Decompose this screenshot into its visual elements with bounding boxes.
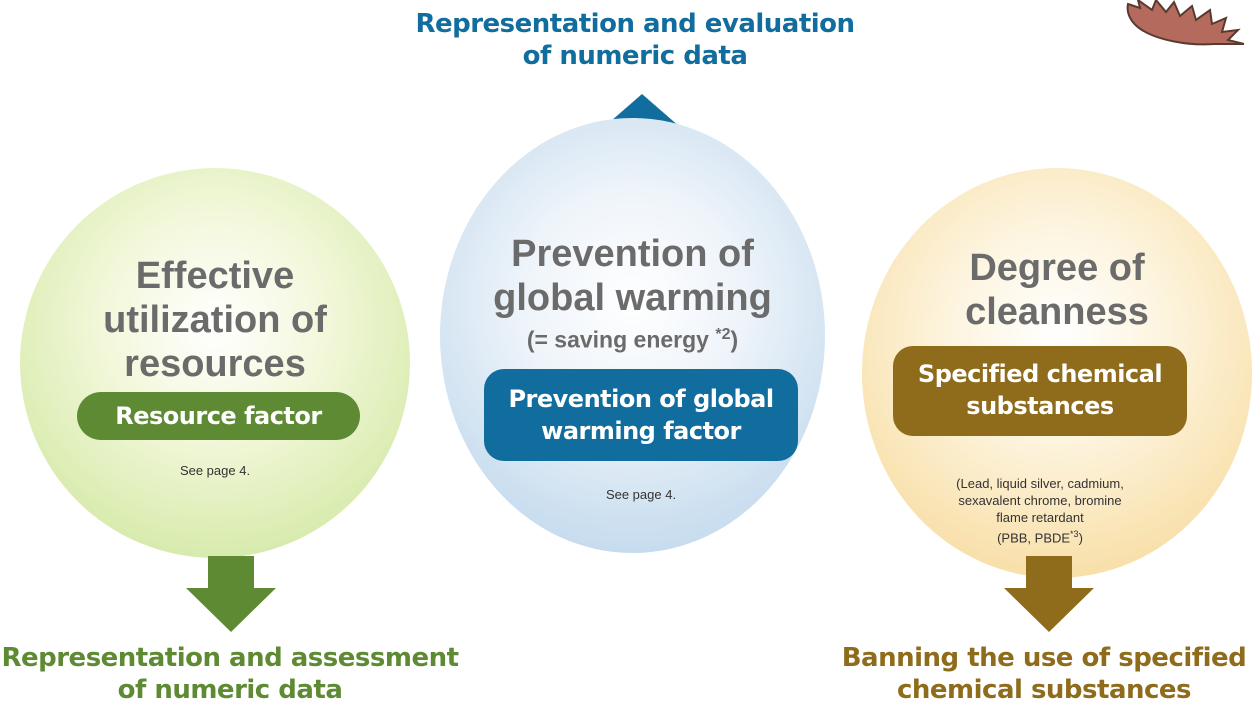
global-warming-factor-badge: Prevention of global warming factor [484, 369, 798, 461]
global-warming-heading: Prevention of global warming [493, 233, 772, 319]
chemical-substances-badge: Specified chemical substances [893, 346, 1187, 436]
top-caption: Representation and evaluation of numeric… [415, 9, 855, 71]
cleanness-heading: Degree of cleanness [965, 247, 1149, 333]
saving-energy-footnote: *2 [715, 326, 731, 343]
chemical-list-close: ) [1078, 530, 1083, 546]
saving-energy-text: (= saving energy [526, 326, 716, 353]
resources-caption: Representation and assessment of numeric… [1, 643, 459, 705]
resources-circle [20, 168, 410, 558]
arrow-down-icon [186, 556, 276, 632]
urchin-illustration-icon [1126, 0, 1245, 46]
saving-energy-close: ) [730, 326, 739, 353]
chemical-list-footnote: *3 [1070, 529, 1079, 539]
resources-page-note: See page 4. [179, 463, 251, 478]
arrow-down-icon [1004, 556, 1094, 632]
resource-factor-badge: Resource factor [77, 392, 360, 440]
chemical-list-text: (Lead, liquid silver, cadmium, sexavalen… [956, 476, 1124, 546]
saving-energy-subtitle: (= saving energy *2) [460, 326, 805, 354]
resources-heading: Effective utilization of resources [103, 255, 327, 385]
global-warming-circle [440, 118, 825, 553]
chemical-substances-note: (Lead, liquid silver, cadmium, sexavalen… [920, 458, 1160, 546]
global-warming-page-note: See page 4. [605, 487, 677, 502]
chemical-caption: Banning the use of specified chemical su… [841, 643, 1247, 705]
